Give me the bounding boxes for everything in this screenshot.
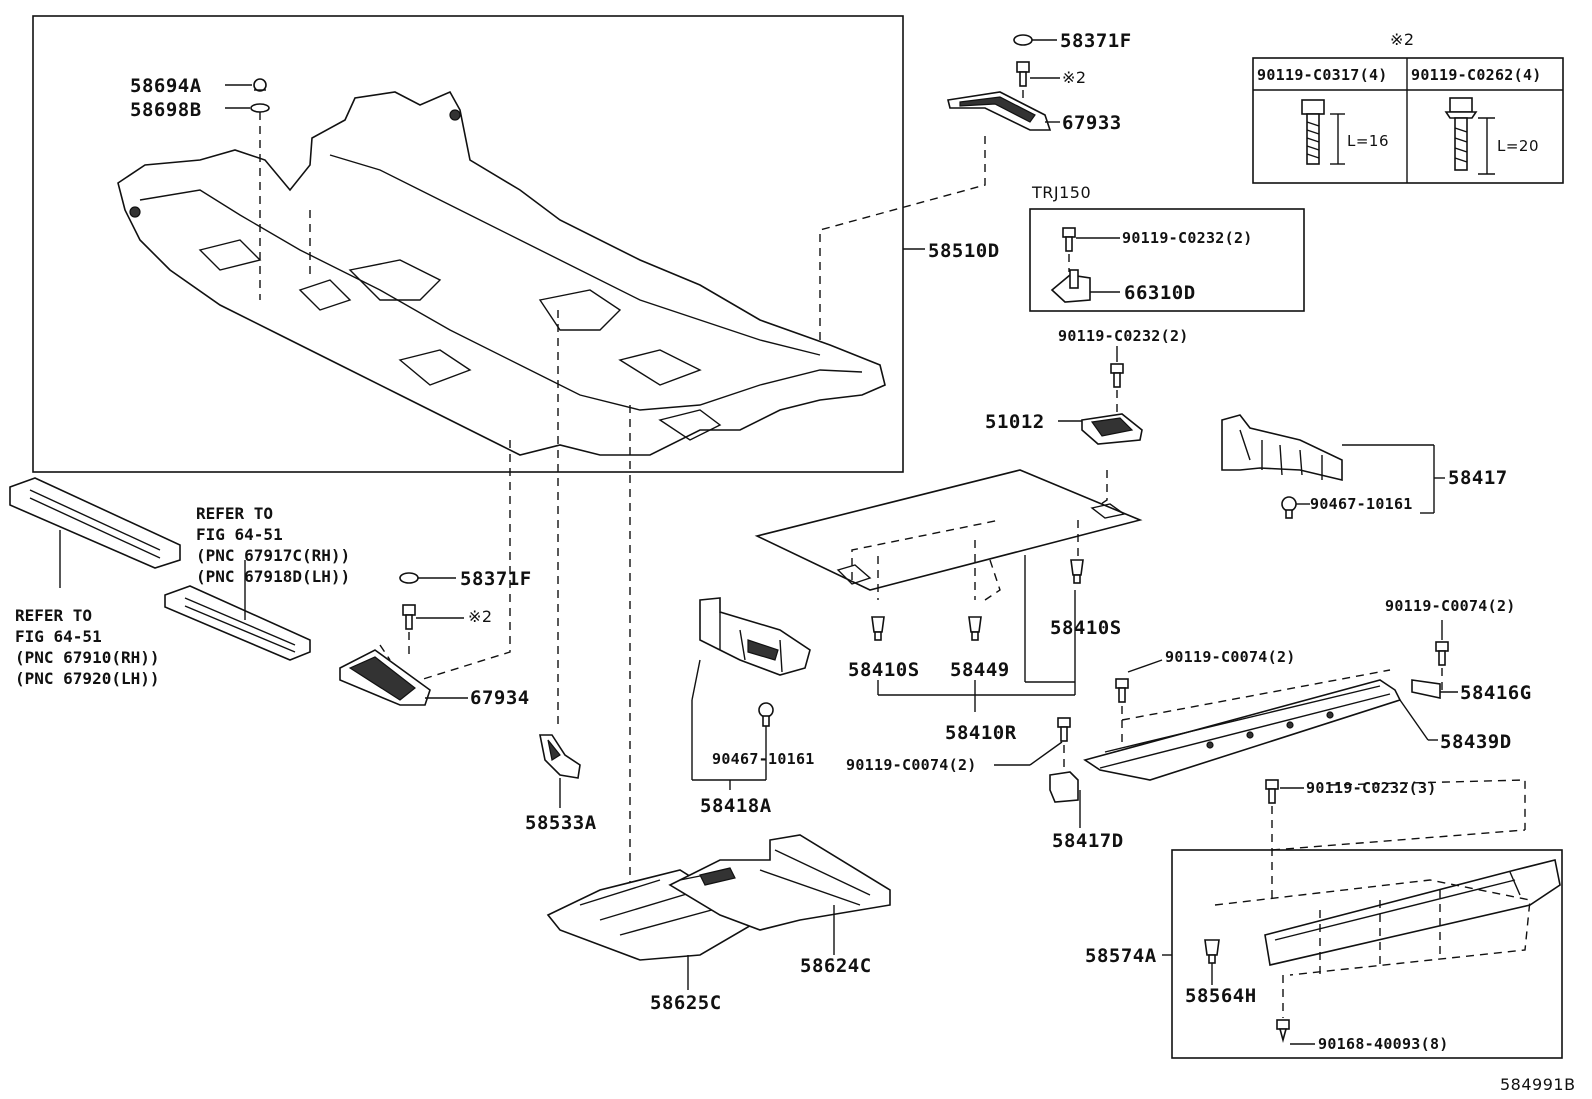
washer-58698B (250, 103, 270, 113)
beam-58439D (1083, 679, 1402, 781)
skid-plate-frame (1171, 849, 1563, 1059)
bracket-58533A (539, 734, 581, 779)
label-67933: 67933 (1062, 112, 1122, 134)
bolt-90119-C0262 (1444, 97, 1478, 171)
label-58439D: 58439D (1440, 731, 1512, 753)
bolt-0232-3 (1265, 779, 1279, 804)
label-58418A: 58418A (700, 795, 772, 817)
label-trj-bolt: 90119-C0232(2) (1122, 229, 1253, 247)
label-58698B: 58698B (130, 99, 202, 121)
spec-col-1-length: L=16 (1347, 132, 1390, 150)
label-90168: 90168-40093(8) (1318, 1035, 1449, 1053)
spec-col-2-length: L=20 (1497, 137, 1540, 155)
figure-id: 584991B (1500, 1075, 1576, 1094)
label-bolt-0074-a: 90119-C0074(2) (1165, 648, 1296, 666)
label-51012: 51012 (985, 411, 1045, 433)
bolt-90119-C0232-mid (1110, 363, 1124, 388)
label-bolt-0074-b: 90119-C0074(2) (846, 756, 977, 774)
cap-58371F-mid (399, 572, 419, 584)
grommet-58410S-right (1070, 559, 1084, 584)
grommet-58564H (1204, 939, 1220, 964)
label-bolt-0232-2: 90119-C0232(2) (1058, 327, 1189, 345)
plate-58574A (1264, 859, 1561, 966)
bolt-top (1016, 61, 1030, 87)
spec-col-1-part: 90119-C0317(4) (1257, 66, 1388, 84)
label-58410S-left: 58410S (848, 659, 920, 681)
label-58574A: 58574A (1085, 945, 1157, 967)
label-58533A: 58533A (525, 812, 597, 834)
label-star2-top: ※2 (1062, 68, 1087, 87)
bolt-0074-b (1057, 717, 1071, 742)
cap-58371F-top (1013, 34, 1033, 46)
label-90467-right: 90467-10161 (1310, 495, 1413, 513)
bracket-66310D (1050, 269, 1091, 303)
label-star2-mid: ※2 (468, 607, 493, 626)
label-66310D: 66310D (1124, 282, 1196, 304)
bracket-58417 (1221, 414, 1343, 482)
grommet-51012 (1081, 413, 1143, 445)
label-58371F-mid: 58371F (460, 568, 532, 590)
spec-table-frame (1252, 57, 1564, 184)
bracket-67934 (339, 649, 431, 706)
sill-plate-1 (9, 477, 181, 569)
trj150-frame (1029, 208, 1305, 312)
screw-90168 (1276, 1019, 1290, 1044)
label-bolt-0232-3: 90119-C0232(3) (1306, 779, 1437, 797)
label-58625C: 58625C (650, 992, 722, 1014)
label-58417: 58417 (1448, 467, 1508, 489)
bolt-90119-C0317 (1301, 99, 1325, 165)
label-67934: 67934 (470, 687, 530, 709)
label-58624C: 58624C (800, 955, 872, 977)
sill-plate-2 (164, 585, 311, 661)
bracket-58418A (699, 597, 811, 676)
bracket-58417D (1049, 771, 1079, 803)
label-58417D: 58417D (1052, 830, 1124, 852)
floor-carpet-illustration (117, 90, 886, 456)
bracket-67933 (947, 91, 1052, 131)
panel-58624C (668, 834, 891, 931)
label-58449: 58449 (950, 659, 1010, 681)
spec-table-title: ※2 (1390, 30, 1415, 49)
label-58410S-right: 58410S (1050, 617, 1122, 639)
label-58510D: 58510D (928, 240, 1000, 262)
label-58694A: 58694A (130, 75, 202, 97)
bolt-0074-a (1115, 678, 1129, 703)
bracket-58416G (1411, 679, 1441, 699)
bolt-trj150 (1062, 227, 1076, 252)
spec-col-2-part: 90119-C0262(4) (1411, 66, 1542, 84)
bolt-0074-c (1435, 641, 1449, 666)
clip-90467-mid (758, 702, 774, 727)
label-trj150: TRJ150 (1032, 183, 1092, 202)
label-58416G: 58416G (1460, 682, 1532, 704)
grommet-58449 (968, 616, 982, 641)
grommet-58410S-left (871, 616, 885, 641)
label-58410R: 58410R (945, 722, 1017, 744)
label-58371F-top: 58371F (1060, 30, 1132, 52)
bolt-mid (402, 604, 416, 630)
floor-carpet-frame (32, 15, 904, 473)
clip-90467-right (1281, 496, 1297, 519)
label-58564H: 58564H (1185, 985, 1257, 1007)
label-90467-mid: 90467-10161 (712, 750, 815, 768)
clip-58694A (253, 78, 267, 92)
label-bolt-0074-c: 90119-C0074(2) (1385, 597, 1516, 615)
